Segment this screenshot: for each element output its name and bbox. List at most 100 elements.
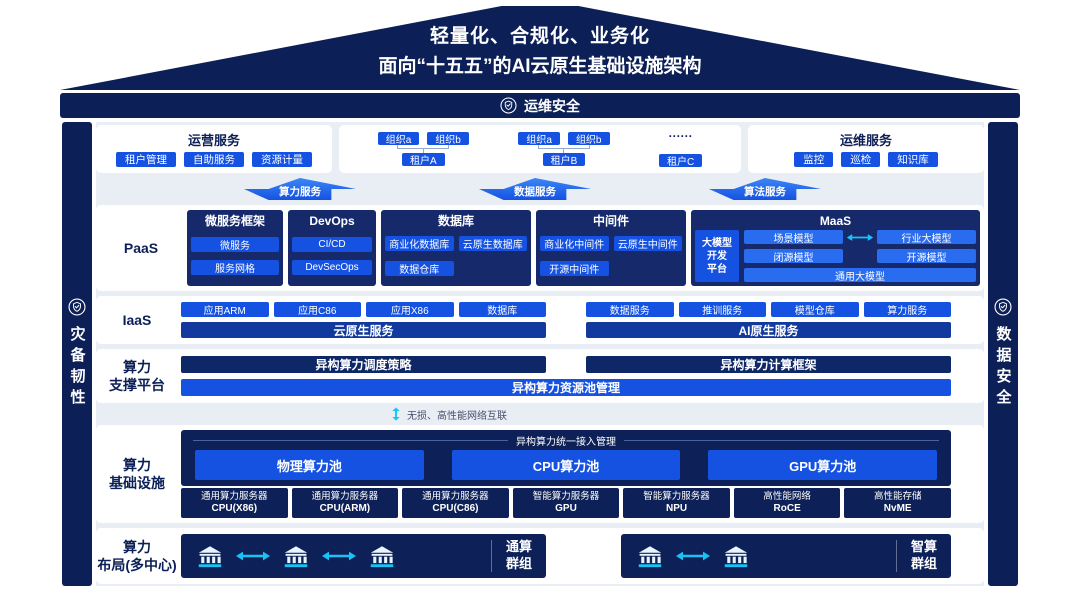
shield-check-icon bbox=[994, 298, 1012, 316]
chip-service-mesh: 服务网格 bbox=[191, 259, 279, 275]
label-line: 群组 bbox=[910, 556, 937, 571]
chip-general-large-model: 通用大模型 bbox=[744, 268, 976, 283]
server-name: 高性能存储 bbox=[873, 490, 922, 502]
vertical-double-arrow-icon bbox=[392, 407, 400, 421]
maas-group: MaaS 大模型 开发 平台 场景模型 bbox=[691, 210, 980, 286]
title-banner: 轻量化、合规化、业务化 面向“十五五”的AI云原生基础设施架构 bbox=[60, 6, 1020, 90]
general-group-label: 通算 群组 bbox=[490, 539, 532, 572]
tenant-group-a: 组织a 组织b 租户A bbox=[377, 132, 469, 167]
operations-services-items: 租户管理 自助服务 资源计量 bbox=[116, 152, 312, 167]
general-computing-group-box: 通算 群组 bbox=[181, 534, 546, 578]
ellipsis-text: ······ bbox=[668, 128, 693, 143]
shield-check-icon bbox=[500, 97, 517, 114]
chip-org-b: 组织b bbox=[427, 132, 469, 146]
chip-inspection: 巡检 bbox=[841, 152, 881, 167]
chip-computing-service: 算力服务 bbox=[863, 302, 951, 317]
chip-self-service: 自助服务 bbox=[184, 152, 244, 167]
chip-cloudnative-middleware: 云原生中间件 bbox=[613, 236, 682, 251]
bank-icon bbox=[370, 546, 394, 568]
chip-data-service: 数据服务 bbox=[586, 302, 674, 317]
spacer bbox=[546, 302, 586, 338]
disaster-resilience-pillar: 灾备韧性 bbox=[62, 122, 92, 586]
cloud-native-stack: 应用ARM 应用C86 应用X86 数据库 云原生服务 bbox=[181, 302, 546, 338]
server-box: 智能算力服务器 GPU bbox=[512, 488, 620, 518]
data-security-label: 数据安全 bbox=[994, 326, 1012, 410]
data-security-pillar: 数据安全 bbox=[988, 122, 1018, 586]
chip-knowledge-base: 知识库 bbox=[888, 152, 938, 167]
arrow-data-service: 数据服务 bbox=[479, 178, 591, 200]
computing-infrastructure-row: 算力 基础设施 异构算力统一接入管理 物理算力池 CPU算力池 GPU算力池 bbox=[96, 425, 984, 523]
divider-line bbox=[624, 440, 939, 441]
label-line: 布局(多中心) bbox=[97, 557, 177, 573]
ops-security-bar: 运维安全 bbox=[60, 93, 1020, 118]
group-title: 数据库 bbox=[437, 214, 474, 228]
server-spec: CPU(ARM) bbox=[319, 502, 371, 514]
chip-commercial-db: 商业化数据库 bbox=[385, 236, 454, 251]
computing-support-label: 算力 支撑平台 bbox=[96, 356, 178, 396]
server-name: 通用算力服务器 bbox=[201, 490, 268, 502]
physical-pool: 物理算力池 bbox=[195, 450, 424, 480]
chip-training-service: 推训服务 bbox=[678, 302, 766, 317]
server-name: 智能算力服务器 bbox=[532, 490, 600, 502]
double-arrow-icon bbox=[843, 230, 877, 244]
server-spec: GPU bbox=[555, 502, 577, 514]
paas-label: PaaS bbox=[123, 239, 159, 256]
label-line: 算力 bbox=[123, 538, 151, 555]
chip-tenant-b: 租户B bbox=[542, 153, 586, 167]
chip-resource-metering: 资源计量 bbox=[252, 152, 312, 167]
cpu-pool: CPU算力池 bbox=[451, 450, 681, 480]
chip-model-repo: 模型仓库 bbox=[771, 302, 859, 317]
maintenance-services-title: 运维服务 bbox=[839, 133, 892, 148]
empty-cell bbox=[614, 261, 683, 276]
double-arrow-icon bbox=[676, 551, 710, 561]
maintenance-services-items: 监控 巡检 知识库 bbox=[794, 152, 938, 167]
shield-check-icon bbox=[68, 298, 86, 316]
label-line: 智算 bbox=[910, 539, 937, 555]
ai-native-stack: 数据服务 推训服务 模型仓库 算力服务 AI原生服务 bbox=[586, 302, 951, 338]
microservice-framework-group: 微服务框架 微服务 服务网格 bbox=[187, 210, 283, 286]
disaster-resilience-label: 灾备韧性 bbox=[68, 326, 86, 410]
bank-icon bbox=[638, 546, 662, 568]
title-line1: 轻量化、合规化、业务化 bbox=[429, 26, 650, 47]
platform-line: 开发 bbox=[707, 250, 727, 262]
server-box: 通用算力服务器 CPU(C86) bbox=[402, 488, 509, 518]
chip-cloudnative-db: 云原生数据库 bbox=[458, 236, 527, 251]
platform-line: 平台 bbox=[707, 263, 727, 275]
chip-closed-model: 闭源模型 bbox=[744, 249, 843, 264]
empty-cell bbox=[459, 261, 528, 276]
chip-org-a: 组织a bbox=[377, 132, 420, 146]
bank-icon bbox=[198, 546, 222, 568]
chip-org-b: 组织b bbox=[567, 132, 610, 146]
server-spec: CPU(C86) bbox=[432, 502, 479, 514]
org-connector-stem bbox=[563, 149, 565, 153]
server-name: 通用算力服务器 bbox=[311, 490, 379, 502]
empty-cell bbox=[843, 249, 877, 263]
multicenter-layout-row: 算力 布局(多中心) bbox=[96, 528, 984, 584]
arrow-algorithm-service: 算法服务 bbox=[709, 178, 821, 200]
large-model-dev-platform: 大模型 开发 平台 bbox=[695, 230, 739, 282]
chip-tenant-c: 租户C bbox=[659, 153, 703, 168]
server-box: 通用算力服务器 CPU(X86) bbox=[181, 488, 288, 518]
chip-opensource-middleware: 开源中间件 bbox=[540, 261, 609, 276]
middleware-group: 中间件 商业化中间件 云原生中间件 开源中间件 bbox=[536, 210, 686, 286]
devops-group: DevOps CI/CD DevSecOps bbox=[288, 210, 376, 286]
bank-icon bbox=[724, 546, 748, 568]
chip-microservice: 微服务 bbox=[191, 237, 279, 253]
chip-tenant-a: 租户A bbox=[401, 153, 445, 167]
unified-access-management-box: 异构算力统一接入管理 物理算力池 CPU算力池 GPU算力池 bbox=[181, 430, 951, 486]
arrow-computing-service: 算力服务 bbox=[244, 178, 356, 200]
interconnect-label: 无损、高性能网络互联 bbox=[407, 410, 507, 422]
chip-app-x86: 应用X86 bbox=[366, 302, 454, 317]
server-box: 通用算力服务器 CPU(ARM) bbox=[291, 488, 399, 518]
network-interconnect-note: 无损、高性能网络互联 bbox=[96, 407, 984, 422]
multicenter-layout-label: 算力 布局(多中心) bbox=[96, 534, 178, 578]
group-title: 中间件 bbox=[592, 214, 629, 228]
server-boxes: 通用算力服务器 CPU(X86) 通用算力服务器 CPU(ARM) 通用算力服务… bbox=[181, 488, 951, 518]
label-line: 支撑平台 bbox=[109, 377, 165, 393]
computing-framework-bar: 异构算力计算框架 bbox=[586, 356, 951, 373]
ai-native-service-bar: AI原生服务 bbox=[586, 322, 951, 338]
server-box: 高性能网络 RoCE bbox=[733, 488, 841, 518]
intelligent-group-label: 智算 群组 bbox=[895, 539, 937, 572]
server-name: 高性能网络 bbox=[763, 490, 811, 502]
